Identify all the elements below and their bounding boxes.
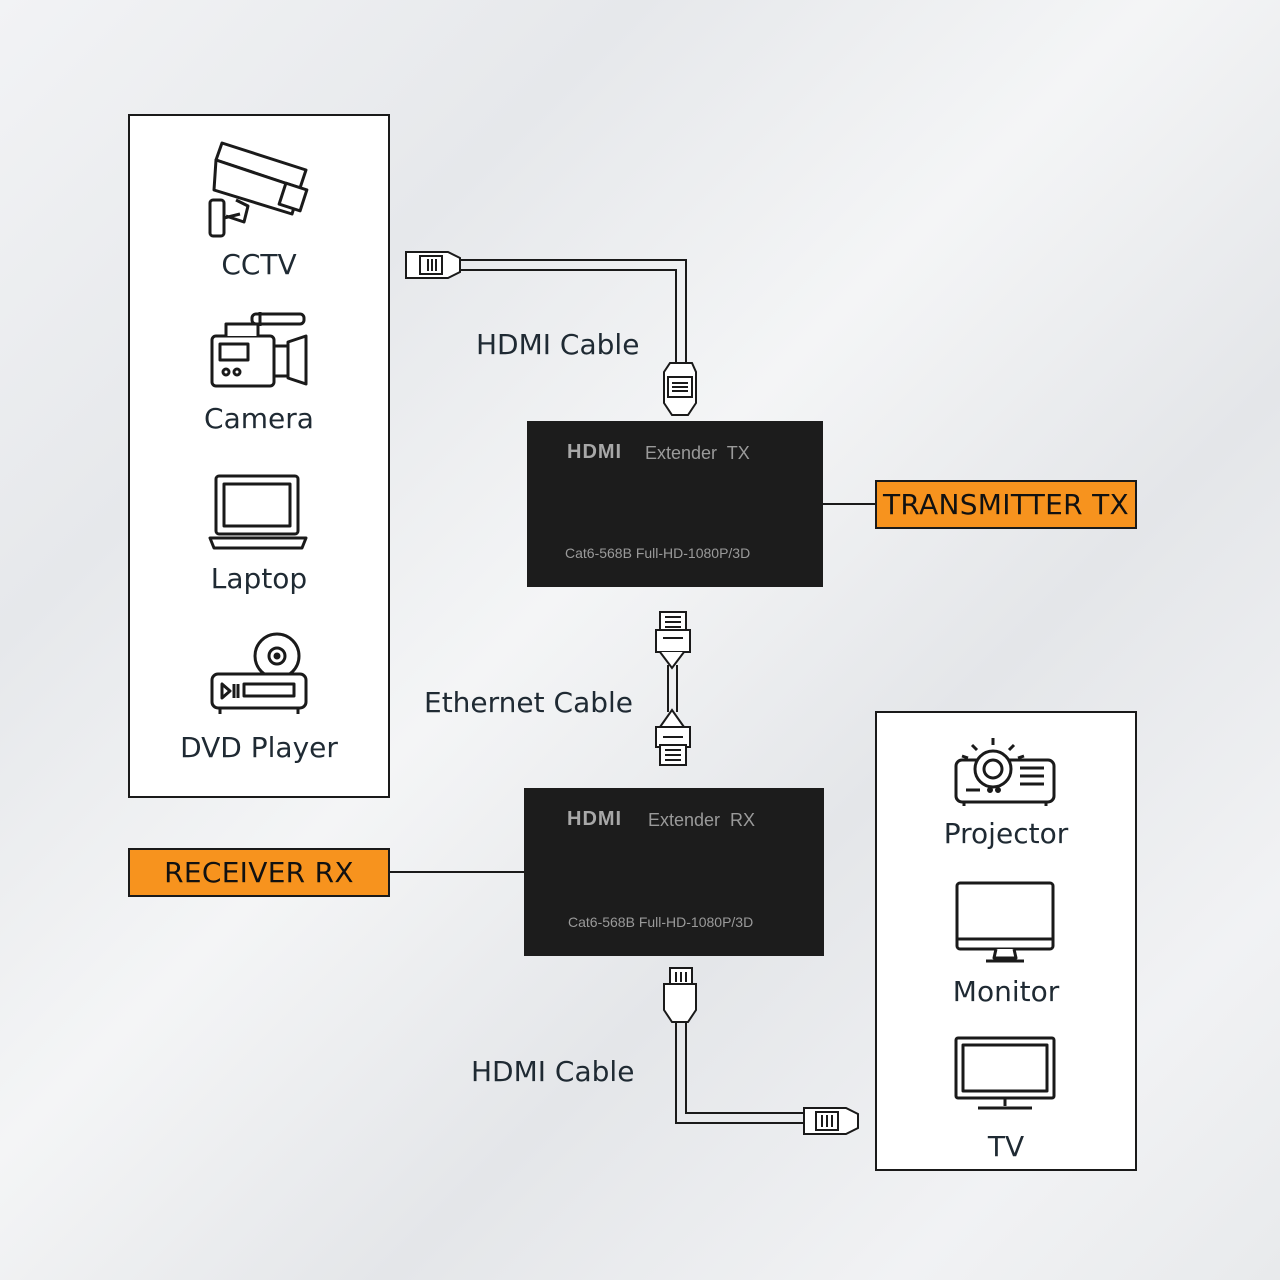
source-label-camera: Camera <box>204 402 314 435</box>
laptop-icon <box>208 474 308 550</box>
rx-hdmi-logo: HDMI <box>567 808 623 830</box>
rx-spec: Cat6-568B Full-HD-1080P/3D <box>568 914 754 930</box>
projector-icon <box>954 738 1056 806</box>
hdmi-cable-top-label: HDMI Cable <box>476 328 640 361</box>
ethernet-cable <box>667 665 678 712</box>
receiver-rx-badge: RECEIVER RX <box>128 848 390 897</box>
transmitter-tx-device <box>527 421 823 587</box>
video-camera-icon <box>210 312 308 388</box>
tv-icon <box>954 1036 1056 1110</box>
monitor-icon <box>955 881 1055 963</box>
ethernet-cable-label: Ethernet Cable <box>424 686 634 719</box>
display-label-tv: TV <box>987 1130 1025 1163</box>
tx-spec: Cat6-568B Full-HD-1080P/3D <box>565 545 751 561</box>
rx-title: Extender RX <box>648 810 756 830</box>
ethernet-plug-icon <box>655 708 691 766</box>
hdmi-plug-icon <box>663 967 697 1023</box>
hdmi-cable-top <box>460 259 687 365</box>
source-label-laptop: Laptop <box>210 562 308 595</box>
hdmi-plug-icon <box>405 251 461 279</box>
transmitter-tx-badge: TRANSMITTER TX <box>875 480 1137 529</box>
receiver-rx-device <box>524 788 824 956</box>
source-label-dvd-player: DVD Player <box>180 731 338 764</box>
source-label-cctv: CCTV <box>221 248 297 281</box>
hdmi-cable-bottom <box>675 1022 806 1124</box>
tx-hdmi-logo: HDMI <box>567 441 623 463</box>
cctv-camera-icon <box>208 141 309 238</box>
ethernet-plug-icon <box>655 611 691 670</box>
hdmi-cable-bottom-label: HDMI Cable <box>471 1055 635 1088</box>
display-label-monitor: Monitor <box>952 975 1060 1008</box>
display-label-projector: Projector <box>943 817 1069 850</box>
dvd-player-icon <box>210 632 308 714</box>
hdmi-plug-icon <box>803 1107 859 1135</box>
hdmi-plug-icon <box>663 362 697 416</box>
tx-title: Extender TX <box>645 443 750 463</box>
